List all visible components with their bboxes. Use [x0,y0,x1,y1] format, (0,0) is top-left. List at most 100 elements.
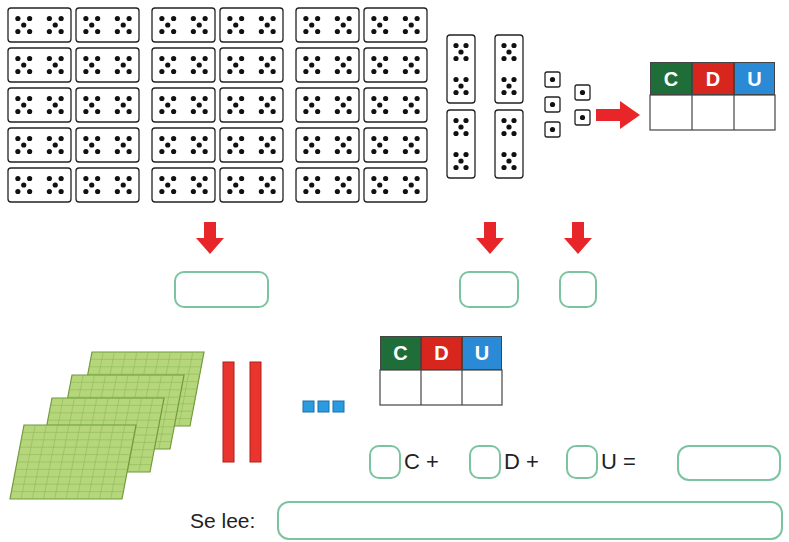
domino-dot [415,189,420,194]
domino-dot [453,152,458,157]
domino-dot [191,96,196,101]
domino [8,128,71,162]
domino-dot [463,131,468,136]
domino-dot [303,16,308,21]
domino-dot [89,62,94,67]
domino-dot [403,96,408,101]
answer-box [567,446,597,478]
domino-dot [83,69,88,74]
domino-dot [501,56,506,61]
unit-domino [545,97,560,112]
domino-dot [303,109,308,114]
domino-dot [233,182,238,187]
domino-dot [265,142,270,147]
domino-dot [371,149,376,154]
domino-dot [159,176,164,181]
domino-dot [377,142,382,147]
domino-dot [115,176,120,181]
domino-dot [115,149,120,154]
domino-dot [47,176,52,181]
domino-dot [127,56,132,61]
domino-dot [239,96,244,101]
domino-dot [171,109,176,114]
domino-dot [315,96,320,101]
domino-dot [239,109,244,114]
domino-dot [53,182,58,187]
domino [152,88,215,122]
domino-dot [341,102,346,107]
domino-dot [159,149,164,154]
domino-dot [127,176,132,181]
domino-dot [463,152,468,157]
domino-dot [53,142,58,147]
domino-dot [27,149,32,154]
domino-dot [227,109,232,114]
domino-dot [501,152,506,157]
domino-dot [409,142,414,147]
domino-dot [453,118,458,123]
domino-dot [159,69,164,74]
domino-dot [315,109,320,114]
domino-dot [59,149,64,154]
domino-dot [233,22,238,27]
domino-dot [463,90,468,95]
domino-dot [53,102,58,107]
domino-dot [239,176,244,181]
domino-dot [239,29,244,34]
domino-dot [371,16,376,21]
domino-dot [171,69,176,74]
column-header: C [380,336,421,370]
domino-dot [165,142,170,147]
domino-dot [115,96,120,101]
domino-dot [83,109,88,114]
domino-dot [171,136,176,141]
domino-dot [227,136,232,141]
domino-dot [227,96,232,101]
domino-dot [127,189,132,194]
grid-line [111,425,125,499]
domino-dot [121,102,126,107]
domino-dot [550,127,555,132]
domino-dot [239,16,244,21]
domino-dot [458,158,463,163]
domino-dot [95,56,100,61]
domino-dot [415,16,420,21]
answer-box [470,446,500,478]
domino-dot [303,176,308,181]
domino-dot [203,16,208,21]
domino-dot [197,182,202,187]
domino-dot [227,56,232,61]
domino-dot [335,149,340,154]
domino-dot [15,56,20,61]
domino-dot [463,56,468,61]
answer-box [278,502,782,539]
domino-dot [27,69,32,74]
domino-dot [271,109,276,114]
domino-dot [511,165,516,170]
domino-dot [303,149,308,154]
domino-dot [347,149,352,154]
domino-dot [259,136,264,141]
domino-dot [95,176,100,181]
domino-dot [115,189,120,194]
domino-dot [159,189,164,194]
domino-dot [83,96,88,101]
domino-dot [59,96,64,101]
domino [364,8,427,42]
domino-dot [415,29,420,34]
grid-line [77,425,91,499]
domino-dot [458,49,463,54]
domino [76,88,139,122]
domino-dot [171,149,176,154]
unit-domino [575,110,590,125]
domino-dot [335,136,340,141]
domino-dot [371,96,376,101]
domino-dot [165,22,170,27]
domino-dot [239,69,244,74]
domino-dot [27,176,32,181]
domino-dot [315,69,320,74]
domino-dot [159,136,164,141]
domino-dot [27,96,32,101]
domino-dot [95,96,100,101]
domino-dot [463,118,468,123]
